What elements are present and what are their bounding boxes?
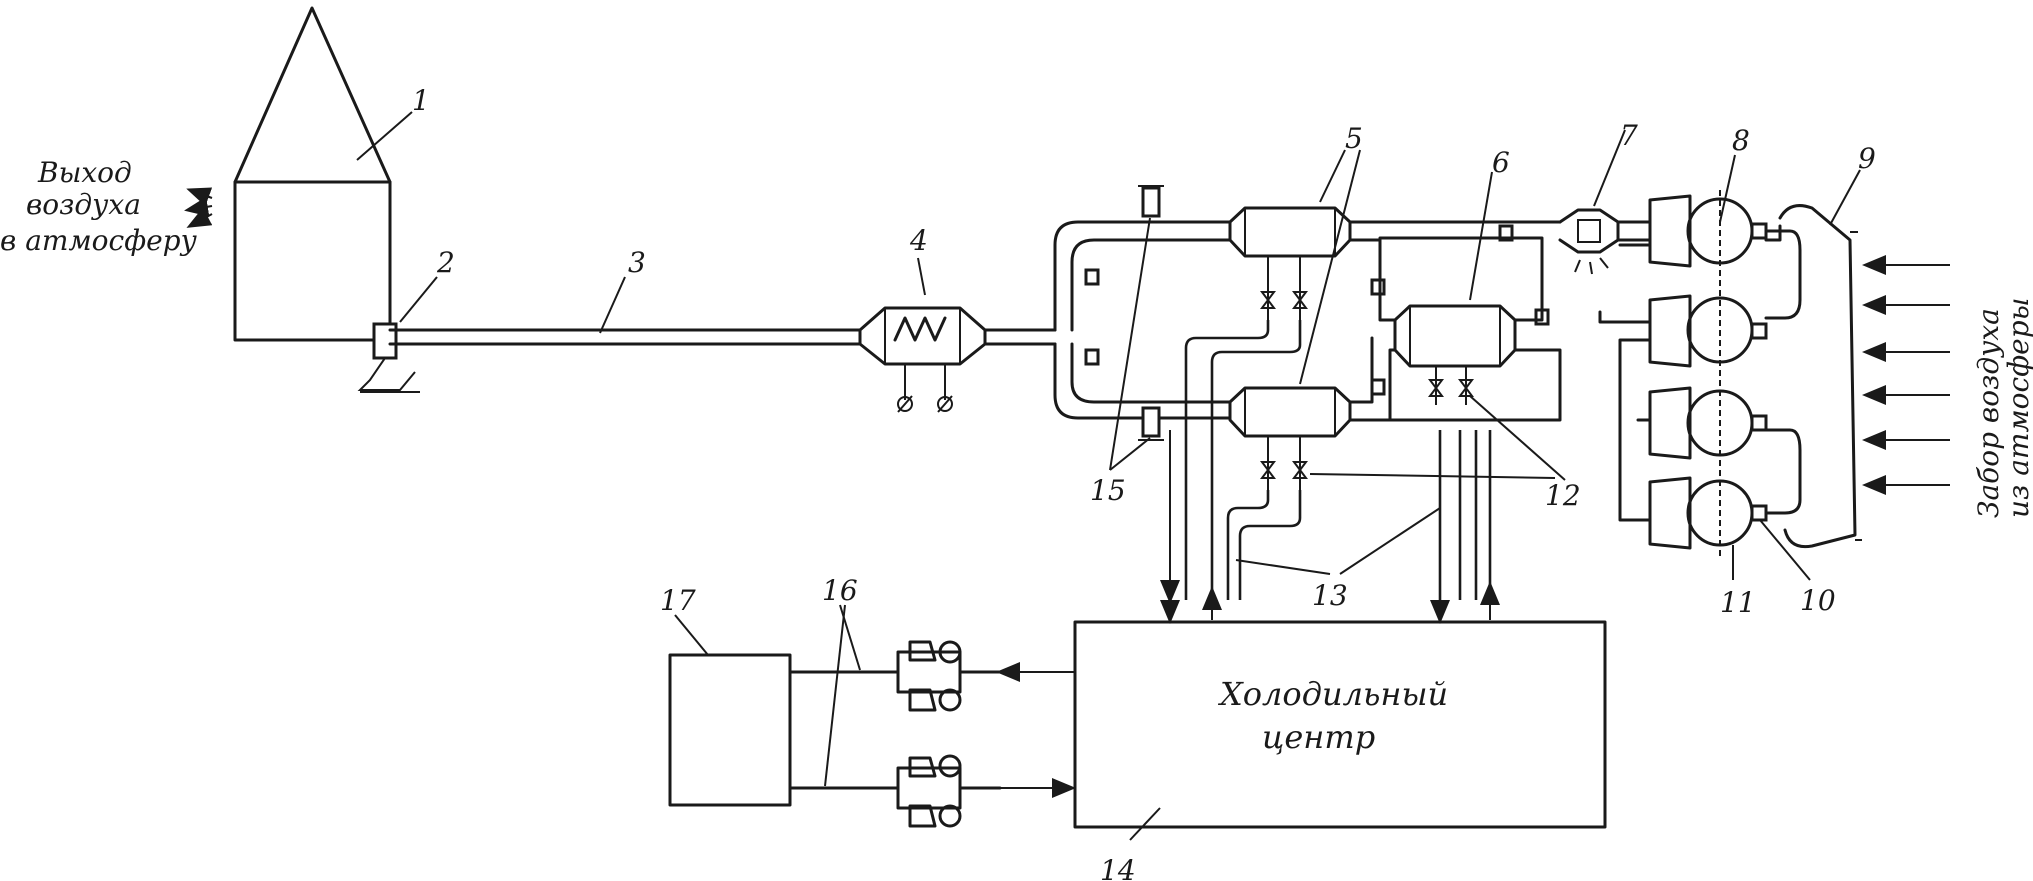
test-chamber [233,6,392,342]
leader-13b [1339,507,1441,575]
leader-14 [1129,807,1161,841]
outlet-text-line1: Выход [37,156,132,189]
leader-8 [1719,154,1736,223]
intake-text-line2: из атмосферы [2002,298,2033,518]
leader-15b [1109,437,1151,471]
duct-3 [388,328,862,346]
intake-hood-9 [1778,204,1862,549]
leader-12a [1309,473,1556,479]
leader-7 [1593,129,1626,207]
refrigerant-lines-right [1438,430,1492,600]
heater-4 [858,306,987,413]
manifold-left [1053,220,1232,420]
leader-9 [1829,169,1861,226]
refrigeration-center [1073,620,1607,829]
label-14: 14 [1100,854,1136,881]
label-8: 8 [1732,124,1750,157]
leader-4 [917,257,926,296]
leader-3 [599,276,626,334]
label-15: 15 [1090,474,1126,507]
outlet-text-line2: воздуха [26,188,141,221]
leader-2 [399,276,438,323]
center-text-line2: центр [1262,718,1375,756]
cooler-5-upper [1228,206,1352,258]
valves-lower-cooler [1260,436,1308,490]
leader-6 [1469,171,1493,301]
cooler-6 [1393,304,1517,405]
leader-15a [1109,217,1151,471]
outlet-text-line3: в атмосферу [0,224,198,257]
unit-17 [668,653,792,807]
label-5: 5 [1345,122,1363,155]
label-12: 12 [1545,479,1581,512]
label-4: 4 [909,224,928,257]
refrigerant-lines-left [1160,320,1302,604]
intake-arrows [1862,255,1950,495]
outlet-arrows [184,187,213,228]
label-3: 3 [628,246,646,279]
valves-upper-cooler [1260,256,1308,320]
leader-5a [1319,149,1346,203]
arrows-into-center [1160,580,1500,624]
fan-7 [1558,208,1652,275]
dampers-15 [1138,185,1164,441]
label-6: 6 [1492,146,1510,179]
leader-10 [1759,519,1811,581]
label-10: 10 [1800,584,1836,617]
label-13: 13 [1312,579,1348,612]
leader-16b [824,604,846,787]
pumps-16 [788,640,1076,828]
label-17: 17 [660,584,696,617]
leader-1 [356,111,413,161]
label-7: 7 [1620,119,1638,152]
label-2: 2 [436,246,455,279]
label-16: 16 [822,574,858,607]
leader-5b [1299,149,1361,385]
label-1: 1 [412,84,430,117]
intake-text-line1: Забор воздуха [1972,308,2005,518]
leader-17 [674,614,709,656]
center-text-line1: Холодильный [1217,675,1448,713]
compressors [1598,190,1802,560]
label-11: 11 [1720,586,1756,619]
damper-2 [357,322,420,393]
manifold-middle [1348,220,1562,422]
label-9: 9 [1858,142,1876,175]
leader-12b [1469,395,1566,481]
cooler-5-lower [1228,386,1352,438]
leader-13a [1235,559,1331,575]
